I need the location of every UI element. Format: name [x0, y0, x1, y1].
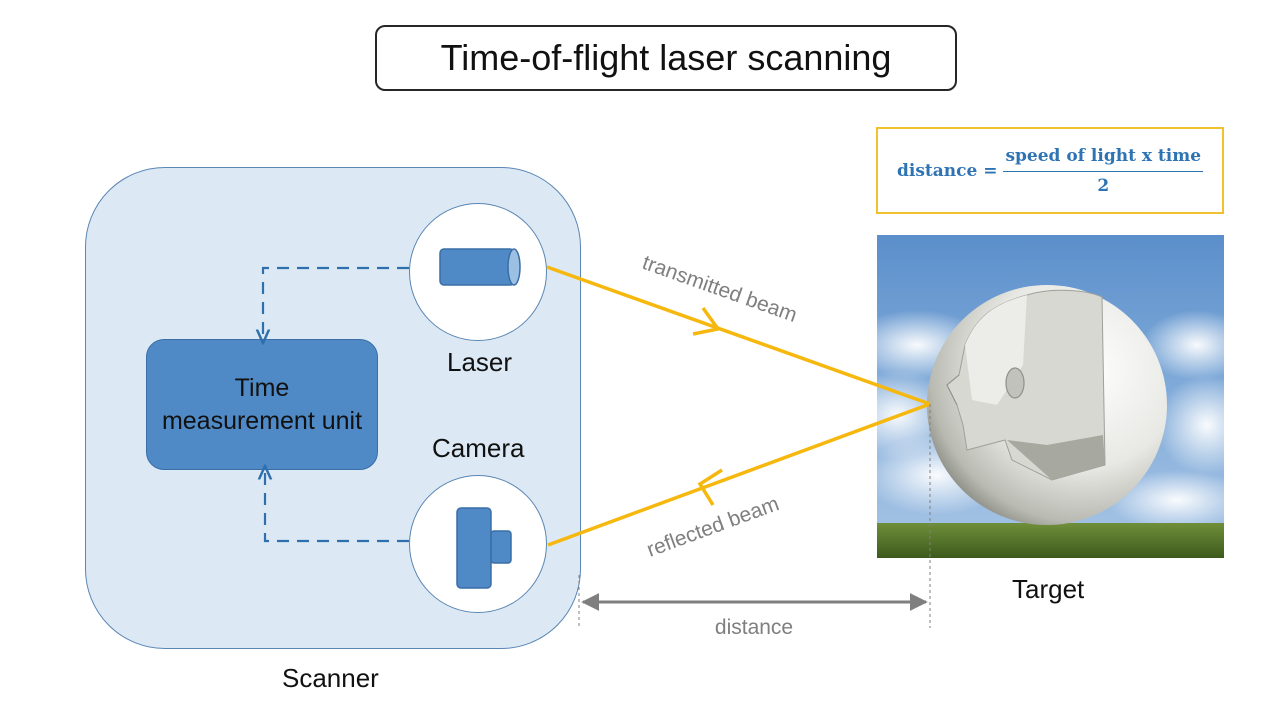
target-image	[877, 235, 1224, 558]
formula-numerator: speed of light x time	[1003, 146, 1204, 172]
camera-label: Camera	[432, 433, 525, 463]
distance-label: distance	[715, 616, 793, 639]
camera-to-timer-dashed-line	[265, 472, 409, 543]
laser-icon	[439, 248, 521, 286]
camera-icon	[456, 507, 512, 589]
target-label: Target	[1012, 574, 1085, 604]
transmitted-beam-label: transmitted beam	[639, 251, 800, 327]
time-measurement-unit: Time measurement unit	[146, 339, 378, 470]
laser-to-timer-dashed-line	[263, 266, 409, 337]
formula-fraction: speed of light x time 2	[1003, 146, 1204, 196]
transmitted-beam-arrow	[692, 306, 721, 336]
reflected-beam-arrow	[697, 468, 723, 506]
distance-formula: distance = speed of light x time 2	[876, 127, 1224, 214]
scanner-label: Scanner	[282, 663, 379, 693]
reflected-beam	[547, 402, 931, 547]
formula-denominator: 2	[1097, 175, 1110, 196]
transmitted-beam	[546, 265, 931, 406]
camera-circle	[409, 475, 547, 613]
formula-lhs: distance =	[896, 160, 998, 181]
laser-label: Laser	[447, 347, 513, 377]
laser-circle	[409, 203, 547, 341]
diagram-title: Time-of-flight laser scanning	[375, 25, 957, 91]
